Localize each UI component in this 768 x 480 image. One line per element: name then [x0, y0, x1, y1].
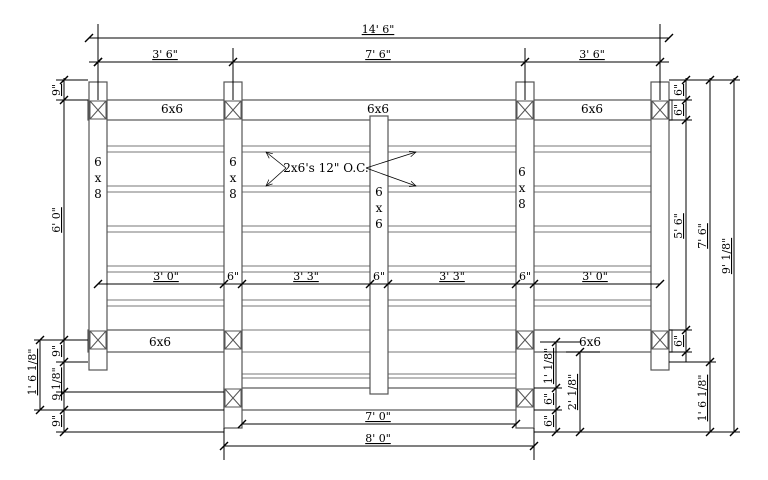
post-block-x [651, 100, 669, 120]
post-label-char: x [230, 171, 237, 185]
dim-bottom-outer: 8' 0" [365, 432, 391, 445]
dim-left-bottom: 9" [50, 415, 63, 427]
joist-label: 2x6's 12" O.C. [283, 161, 368, 175]
post-label-char: 6 [229, 155, 237, 169]
dim-left-lower-total: 1' 6 1/8" [26, 349, 39, 396]
dim-span-middle: 7' 6" [365, 48, 391, 61]
post-block-x [224, 100, 242, 120]
post-block-x [89, 100, 107, 120]
dim-left-lower-mid: 9 1/8" [50, 367, 63, 400]
post-label-char: 6 [94, 155, 102, 169]
post-center [369, 115, 389, 395]
dim-center-b: 2' 1/8" [566, 374, 579, 410]
dim-left-top: 9" [50, 84, 63, 96]
dim-right-total: 9' 1/8" [720, 238, 733, 274]
dim-bottom-inner: 7' 0" [365, 410, 391, 423]
beam-label: 6x6 [367, 102, 389, 116]
post-block-x [516, 388, 534, 408]
dim-center-a: 1' 1/8" [542, 348, 555, 384]
beam-label: 6x6 [161, 102, 183, 116]
dim-center-c: 6" [542, 393, 555, 405]
dim-right-top-a: 6" [672, 84, 685, 96]
dim-span-right: 3' 6" [579, 48, 605, 61]
dim-left-height: 6' 0" [50, 207, 63, 233]
beam-label: 6x6 [579, 335, 601, 349]
post-label-char: 8 [94, 187, 102, 201]
dim-bay: 3' 3" [293, 270, 319, 283]
post-inner-right [515, 81, 535, 429]
dim-bay: 3' 0" [153, 270, 179, 283]
post-right [650, 81, 670, 371]
post-label-char: 6 [375, 217, 383, 231]
post-block-x [89, 330, 107, 350]
dim-bay: 3' 3" [439, 270, 465, 283]
beam-label: 6x6 [581, 102, 603, 116]
dim-center-d: 6" [542, 415, 555, 427]
post-blocks [89, 100, 669, 408]
dim-right-top-b: 6" [672, 104, 685, 116]
dimension-lines [34, 24, 740, 460]
post-label-char: 6 [518, 165, 526, 179]
post-block-x [516, 330, 534, 350]
post-label-char: x [95, 171, 102, 185]
post-inner-left [223, 81, 243, 429]
dim-post-gap: 6" [227, 270, 239, 283]
dim-right-mid: 5' 6" [672, 213, 685, 239]
post-label-char: x [376, 201, 383, 215]
dim-post-gap: 6" [519, 270, 531, 283]
dim-left-beam: 9" [50, 345, 63, 357]
beam-label: 6x6 [149, 335, 171, 349]
dim-bay: 3' 0" [582, 270, 608, 283]
post-block-x [224, 330, 242, 350]
post-label-char: 8 [518, 197, 526, 211]
post-block-x [516, 100, 534, 120]
dim-right-lower-total: 1' 6 1/8" [696, 375, 709, 422]
post-block-x [651, 330, 669, 350]
dim-span-left: 3' 6" [152, 48, 178, 61]
post-label-char: x [519, 181, 526, 195]
post-label-char: 6 [375, 185, 383, 199]
dim-right-beam: 6" [672, 335, 685, 347]
dim-post-gap: 6" [373, 270, 385, 283]
posts [88, 81, 670, 429]
post-block-x [224, 388, 242, 408]
dim-right-inner-total: 7' 6" [696, 223, 709, 249]
post-left [88, 81, 108, 371]
dim-overall-width: 14' 6" [362, 23, 395, 36]
joist-callout [266, 152, 416, 186]
post-label-char: 8 [229, 187, 237, 201]
